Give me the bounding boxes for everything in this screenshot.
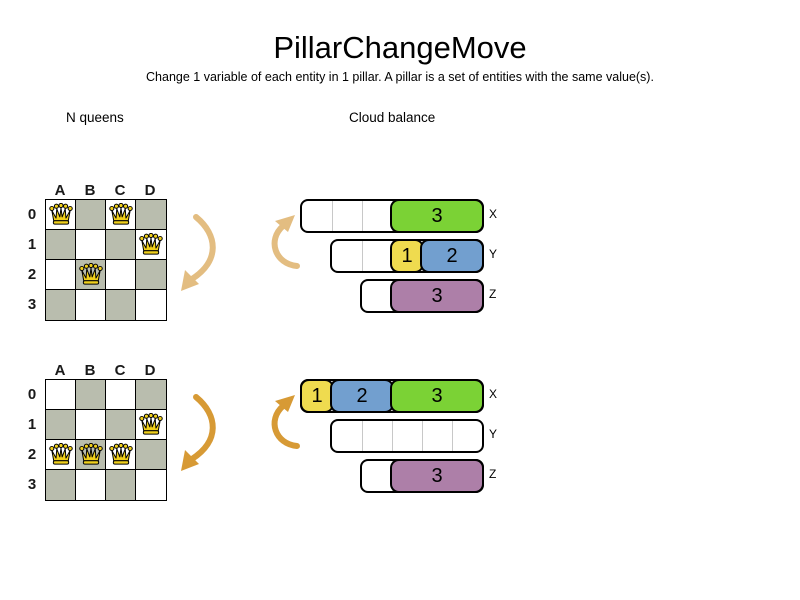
board-row-labels: 0 1 2 3	[24, 379, 40, 499]
queen-icon	[139, 232, 163, 255]
cloud-bar-z-before: 3	[360, 279, 484, 313]
slot-divider	[362, 201, 363, 231]
board-cell-b0	[76, 200, 106, 230]
computer-label-y-after: Y	[489, 427, 498, 441]
board-cell-d1	[136, 230, 166, 260]
board-grid	[45, 199, 167, 321]
row-label-1: 1	[27, 235, 37, 253]
process-block-3: 3	[390, 279, 484, 313]
queen-icon	[139, 412, 163, 435]
slot-divider	[362, 421, 363, 451]
board-cell-c0	[106, 200, 136, 230]
process-block-1: 1	[390, 239, 424, 273]
board-grid	[45, 379, 167, 501]
queen-icon	[48, 442, 73, 465]
board-cell-c0	[106, 380, 136, 410]
row-label-2: 2	[27, 445, 37, 463]
column-label-c: C	[114, 182, 126, 199]
board-cell-c1	[106, 410, 136, 440]
slot-divider	[422, 421, 423, 451]
slot-divider	[362, 241, 363, 271]
nqueens-board-before: A B C D 0 1 2 3	[28, 182, 167, 321]
computer-label-x-before: X	[489, 207, 498, 221]
cloud-bar-y-after	[330, 419, 484, 453]
board-cell-d2	[136, 260, 166, 290]
page-title: PillarChangeMove	[273, 30, 527, 65]
process-block-1: 1	[300, 379, 334, 413]
queen-icon	[108, 202, 133, 225]
column-label-c: C	[114, 362, 126, 379]
board-cell-a3	[46, 470, 76, 500]
column-label-a: A	[54, 182, 66, 199]
process-block-3: 3	[390, 379, 484, 413]
board-cell-a2	[46, 260, 76, 290]
board-row-labels: 0 1 2 3	[24, 199, 40, 319]
row-label-2: 2	[27, 265, 37, 283]
computer-label-z-after: Z	[489, 467, 497, 481]
board-cell-a1	[46, 410, 76, 440]
board-cell-b1	[76, 230, 106, 260]
board-cell-d1	[136, 410, 166, 440]
nqueens-board-after: A B C D 0 1 2 3	[28, 362, 167, 501]
row-label-0: 0	[27, 205, 37, 223]
row-label-3: 3	[27, 295, 37, 313]
column-label-b: B	[84, 182, 96, 199]
board-cell-b2	[76, 440, 106, 470]
process-block-2: 2	[420, 239, 484, 273]
cloud-bar-x-before: 3	[300, 199, 484, 233]
slot-divider	[392, 421, 393, 451]
board-cell-c1	[106, 230, 136, 260]
column-label-d: D	[144, 182, 156, 199]
cloud-balance-section-label: Cloud balance	[349, 110, 436, 125]
board-cell-c3	[106, 470, 136, 500]
process-block-3: 3	[390, 199, 484, 233]
board-cell-d3	[136, 290, 166, 320]
board-cell-b1	[76, 410, 106, 440]
nqueens-section-label: N queens	[66, 110, 124, 125]
process-block-2: 2	[330, 379, 394, 413]
board-cell-a3	[46, 290, 76, 320]
cloud-bar-z-after: 3	[360, 459, 484, 493]
board-cell-c3	[106, 290, 136, 320]
pillar-move-up-arrow-after	[271, 395, 300, 449]
computer-label-x-after: X	[489, 387, 498, 401]
column-label-b: B	[84, 362, 96, 379]
board-cell-b3	[76, 470, 106, 500]
pillar-move-up-arrow-before	[271, 215, 300, 269]
board-cell-d2	[136, 440, 166, 470]
board-column-labels: A B C D	[45, 362, 165, 379]
page-subtitle: Change 1 variable of each entity in 1 pi…	[146, 70, 654, 84]
queen-icon	[78, 442, 103, 465]
process-block-3: 3	[390, 459, 484, 493]
board-column-labels: A B C D	[45, 182, 165, 199]
board-cell-a0	[46, 200, 76, 230]
board-cell-d0	[136, 380, 166, 410]
slot-divider	[332, 201, 333, 231]
pillar-move-down-arrow-before	[181, 214, 216, 291]
row-label-0: 0	[27, 385, 37, 403]
computer-label-z-before: Z	[489, 287, 497, 301]
board-cell-c2	[106, 440, 136, 470]
queen-icon	[48, 202, 73, 225]
board-cell-a2	[46, 440, 76, 470]
pillar-move-down-arrow-after	[181, 394, 216, 471]
column-label-a: A	[54, 362, 66, 379]
board-cell-a1	[46, 230, 76, 260]
computer-label-y-before: Y	[489, 247, 498, 261]
slot-divider	[452, 421, 453, 451]
board-cell-d0	[136, 200, 166, 230]
board-cell-b0	[76, 380, 106, 410]
board-cell-b3	[76, 290, 106, 320]
column-label-d: D	[144, 362, 156, 379]
row-label-3: 3	[27, 475, 37, 493]
board-cell-b2	[76, 260, 106, 290]
queen-icon	[78, 262, 103, 285]
board-cell-c2	[106, 260, 136, 290]
board-cell-d3	[136, 470, 166, 500]
row-label-1: 1	[27, 415, 37, 433]
queen-icon	[108, 442, 133, 465]
board-cell-a0	[46, 380, 76, 410]
